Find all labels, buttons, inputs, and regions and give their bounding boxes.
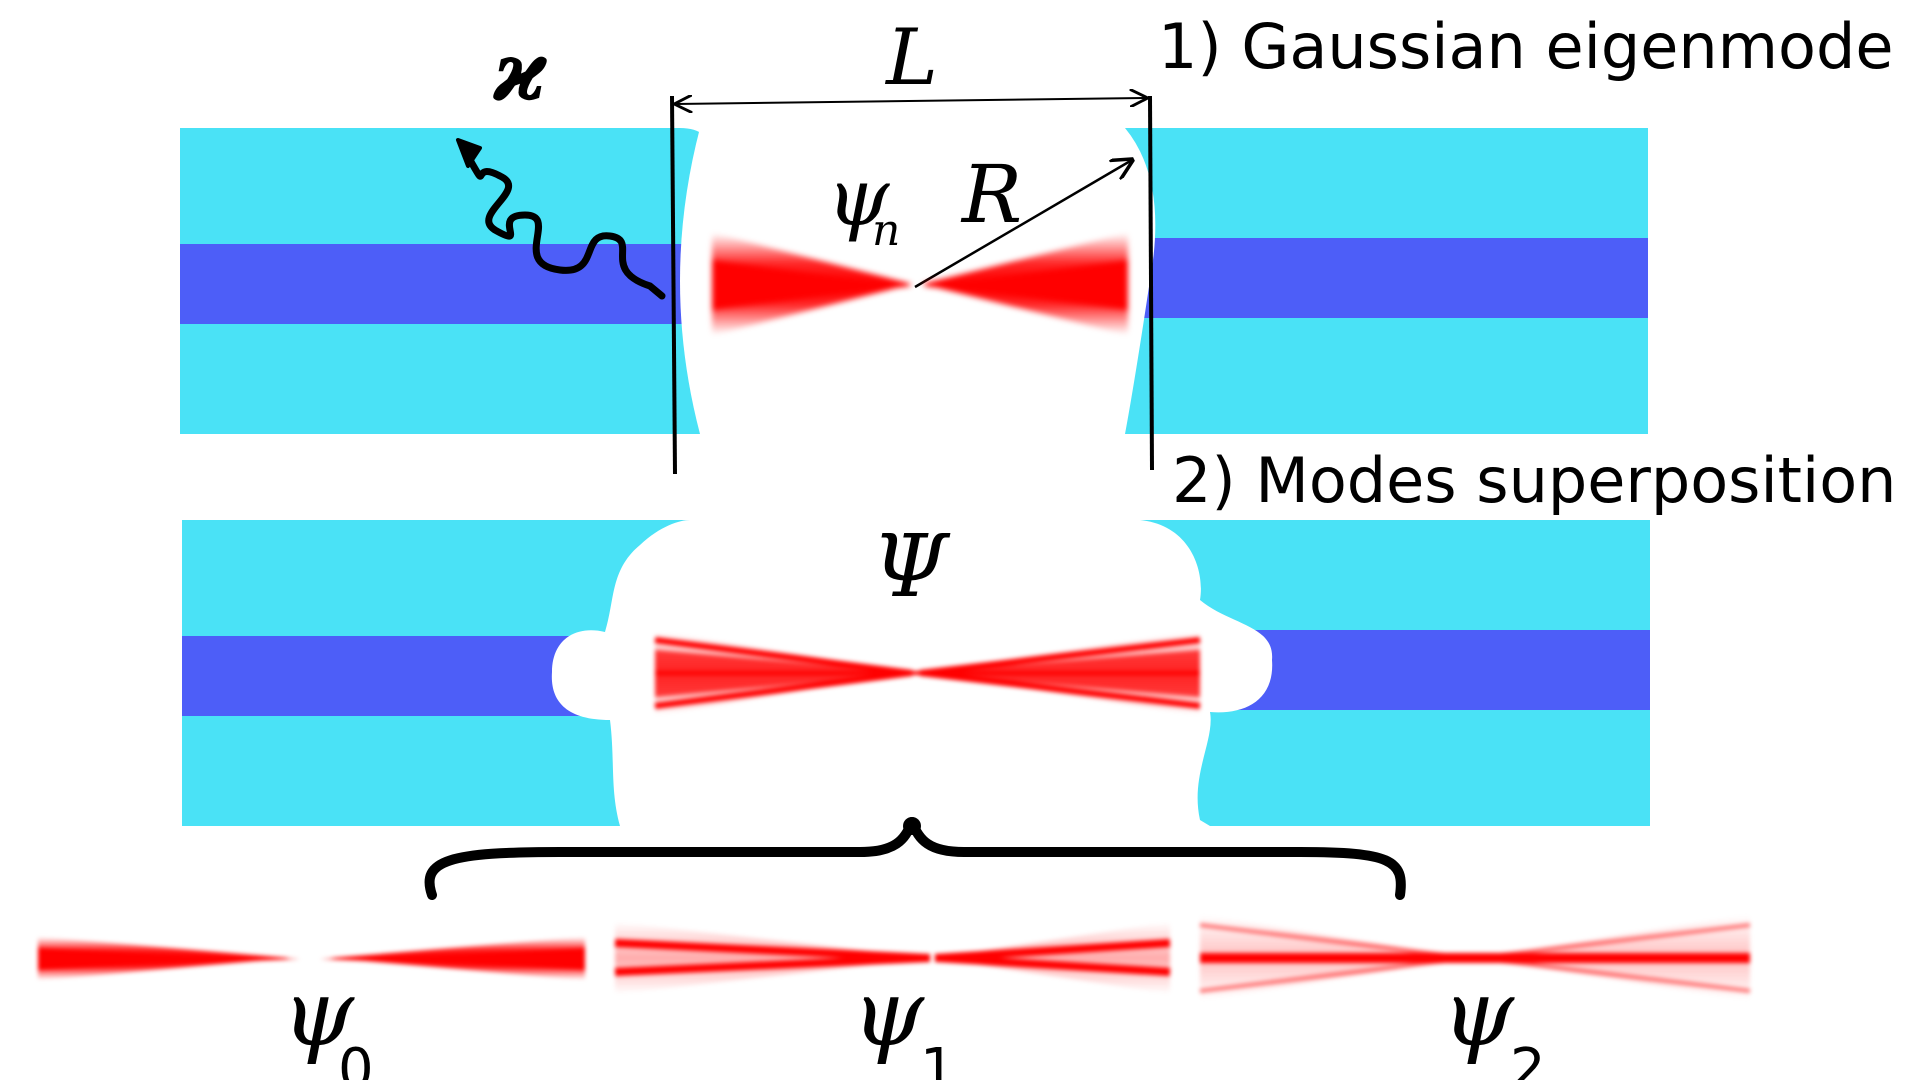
eigenmode-subscript: n: [872, 205, 900, 256]
right-fiber-facet: [1148, 95, 1154, 471]
superposed-field-beam: [654, 632, 1201, 715]
left-fiber-core: [180, 244, 725, 324]
mode-psi-2-subscript: 2: [1510, 1037, 1546, 1080]
superposed-field-label: Ψ: [872, 517, 951, 617]
length-label: L: [884, 13, 938, 103]
right-fiber-core: [1110, 238, 1648, 318]
mode-psi-2-label: ψ: [1442, 960, 1515, 1067]
mode-psi-1-label: ψ: [852, 960, 925, 1067]
section-1-cavity: L R ψ n ϰ 1) Gaussian eigenmode: [180, 10, 1894, 475]
radius-label: R: [960, 148, 1022, 241]
section-1-heading: 1) Gaussian eigenmode: [1158, 10, 1894, 83]
component-modes-row: ψ 0 ψ 1 ψ 2: [38, 915, 1751, 1085]
loss-wavy-arrow: [466, 156, 666, 300]
brace-tip: [903, 817, 921, 835]
loss-arrow-head: [456, 138, 482, 168]
mode-psi-1-subscript: 1: [920, 1037, 956, 1080]
loss-rate-label: ϰ: [492, 24, 548, 120]
left-mirror-curve: [680, 128, 720, 434]
length-dimension-arrow: [676, 98, 1146, 104]
radius-arrow: [914, 160, 1132, 289]
gaussian-eigenmode-beam: [712, 233, 1128, 335]
left-fiber-facet: [670, 95, 677, 475]
section-2-cavity: Ψ 2) Modes superposition: [182, 444, 1896, 900]
eigenmode-label: ψ: [827, 151, 891, 244]
mode-psi-0-beam: [38, 937, 585, 980]
mode-psi-0-subscript: 0: [338, 1037, 374, 1080]
mode-psi-1-beam: [614, 922, 1171, 994]
mode-psi-2-beam: [1199, 915, 1751, 1000]
right-fiber-top: [1110, 128, 1648, 434]
section-2-heading: 2) Modes superposition: [1172, 444, 1896, 517]
mode-psi-0-label: ψ: [282, 960, 355, 1067]
